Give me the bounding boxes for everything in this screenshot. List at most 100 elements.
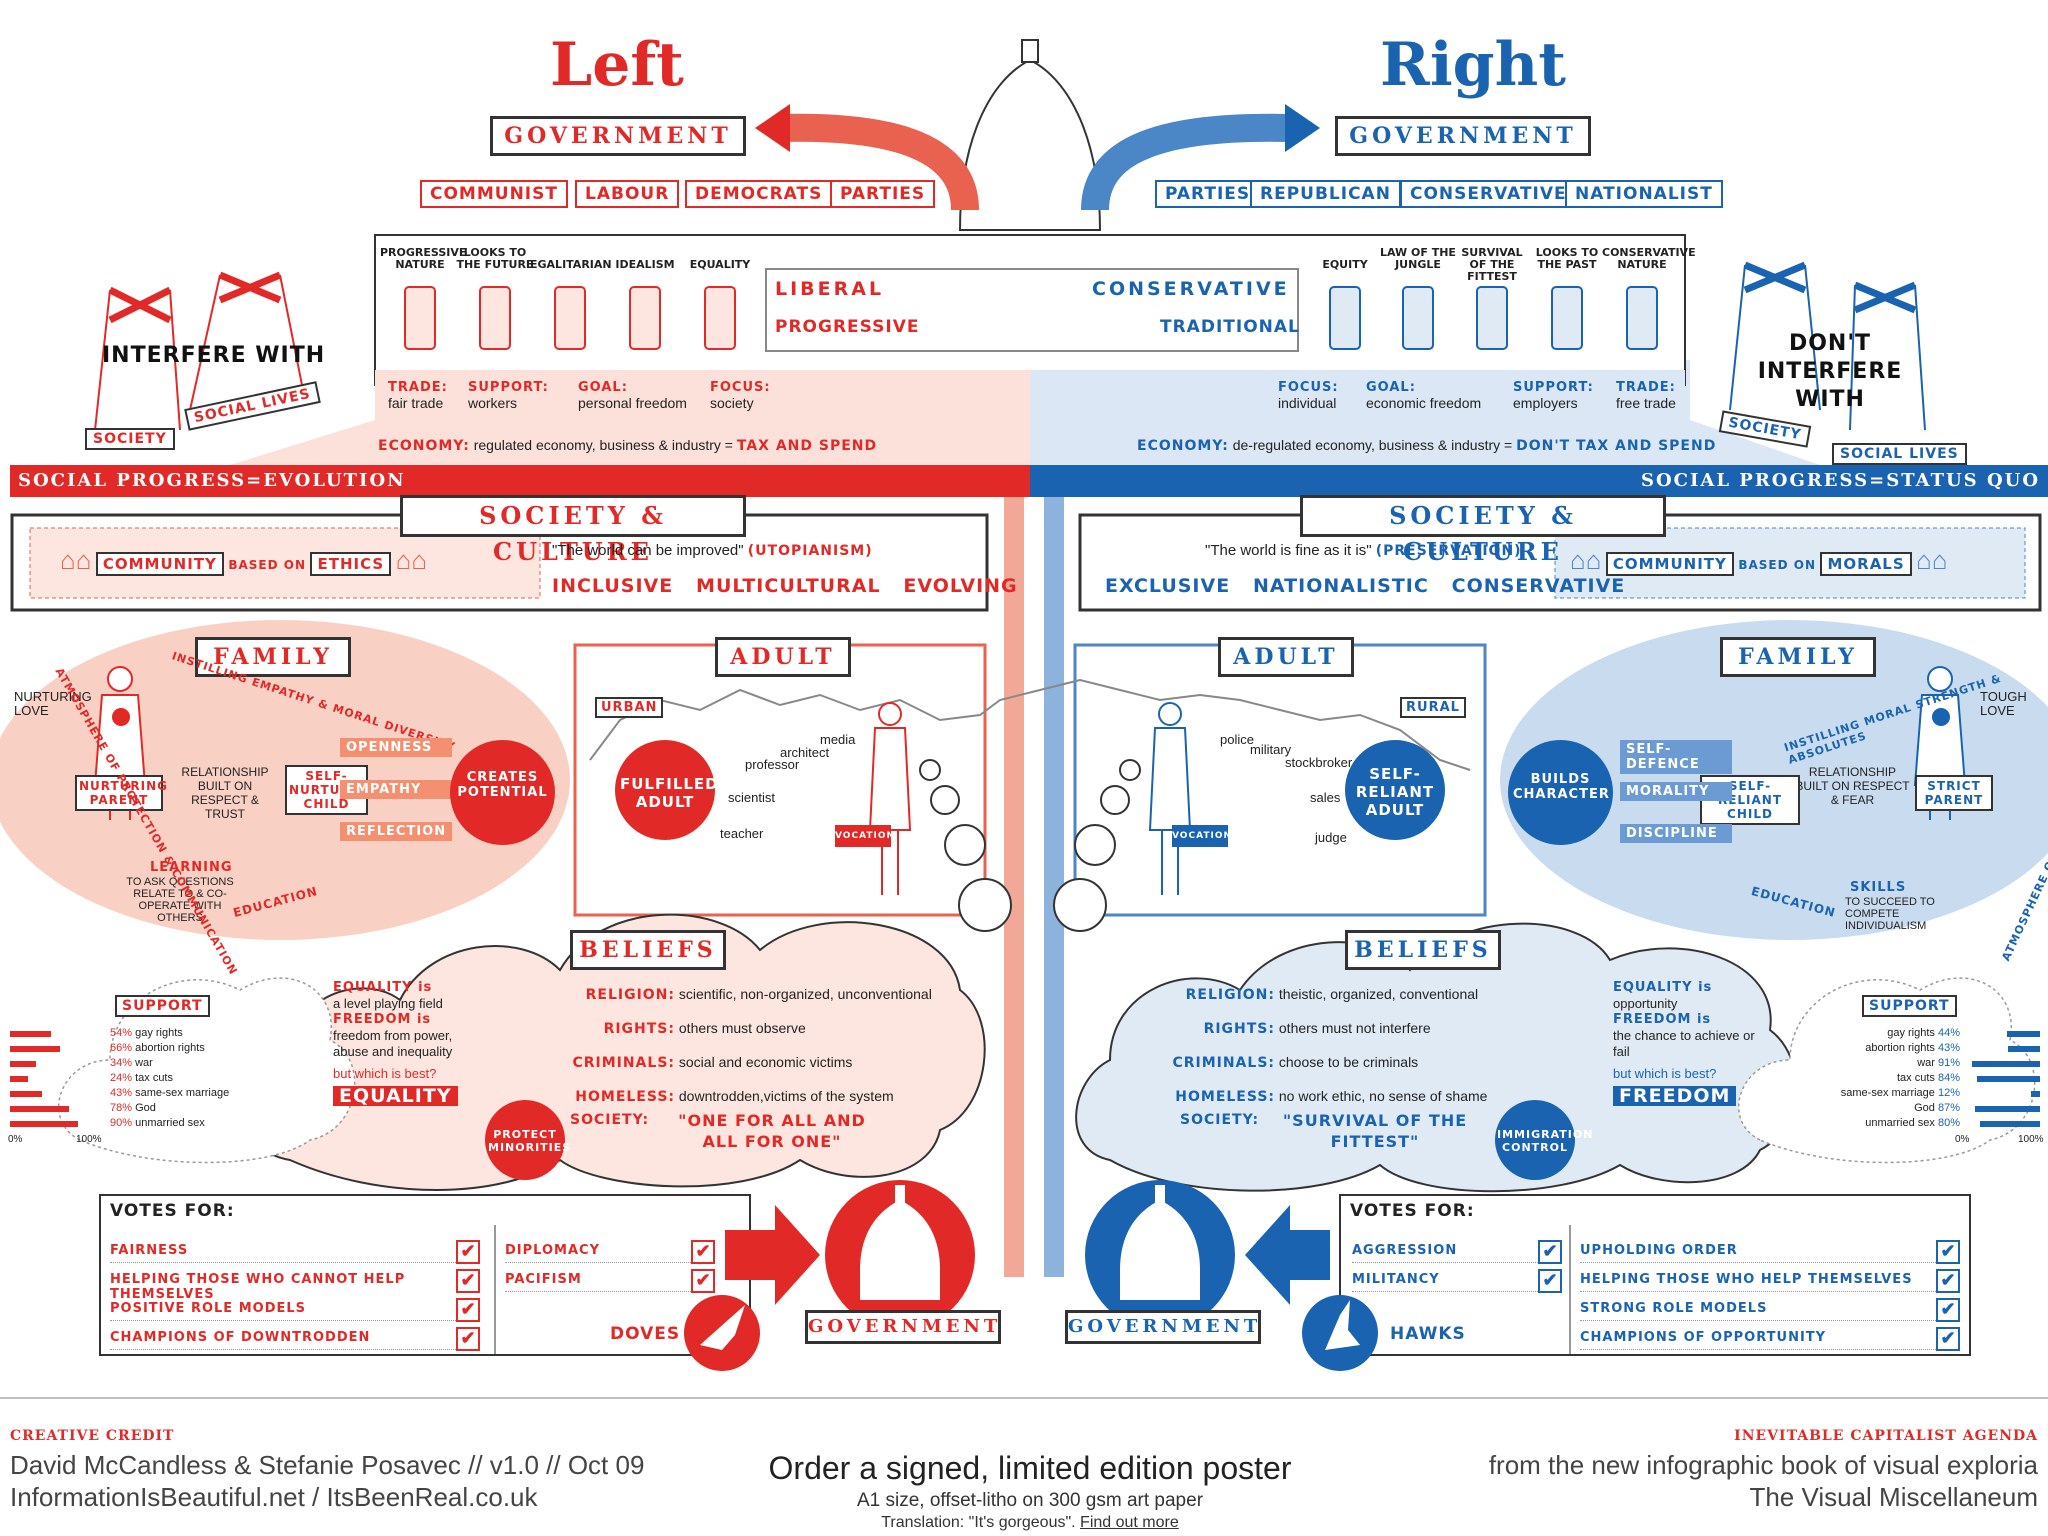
vote-label: STRONG ROLE MODELS: [1580, 1301, 1772, 1316]
field-value: personal freedom: [578, 395, 687, 411]
support-bar: [1972, 1061, 2040, 1067]
question: but which is best?: [333, 1066, 437, 1081]
right-government-bottom-ribbon: GOVERNMENT: [1065, 1310, 1261, 1344]
fulfilled-adult-badge: [615, 740, 715, 840]
urban-tag: URBAN: [595, 697, 664, 718]
left-government-bottom-ribbon: GOVERNMENT: [805, 1310, 1001, 1344]
find-out-more-link[interactable]: Find out more: [1080, 1514, 1179, 1531]
job-label: military: [1250, 742, 1292, 757]
doves-label: DOVES: [610, 1324, 681, 1344]
job-label: judge: [1315, 830, 1347, 845]
protect-minorities-badge: [485, 1100, 565, 1180]
support-label: 54% gay rights: [110, 1027, 183, 1039]
support-bar: [10, 1031, 51, 1037]
job-label: sales: [1310, 790, 1341, 805]
support-bar: [2031, 1091, 2040, 1097]
checkbox-icon: ✔: [691, 1269, 715, 1293]
vote-label: POSITIVE ROLE MODELS: [110, 1301, 311, 1316]
right-values: EQUALITY is opportunity FREEDOM is the c…: [1613, 980, 1763, 1106]
nurturing-parent-tag: NURTURING PARENT: [75, 775, 167, 811]
economy-key: ECONOMY:: [378, 438, 470, 454]
vote-item: MILITANCY✔: [1352, 1269, 1562, 1293]
support-bar: [2007, 1031, 2040, 1037]
trait-discipline: DISCIPLINE: [1620, 824, 1732, 843]
left-society-value: "ONE FOR ALL AND ALL FOR ONE": [678, 1111, 866, 1151]
left-support-chart: 54% gay rights 66% abortion rights 34% w…: [10, 1027, 250, 1137]
right-title: Right: [1380, 30, 1566, 100]
support-label: unmarried sex 80%: [1865, 1117, 1960, 1129]
right-beliefs-ribbon: BELIEFS: [1345, 930, 1501, 970]
field-value: free trade: [1616, 395, 1676, 411]
community-tag: COMMUNITY: [95, 552, 224, 576]
trait-morality: MORALITY: [1620, 782, 1732, 801]
field-value: individual: [1278, 395, 1337, 411]
vote-label: DIPLOMACY: [505, 1243, 604, 1258]
pillar-label: LOOKS TO THE FUTURE: [456, 246, 534, 271]
left-family-ribbon: FAMILY: [195, 637, 351, 677]
credit-sites[interactable]: InformationIsBeautiful.net / ItsBeenReal…: [10, 1482, 538, 1512]
support-row: 66% abortion rights: [10, 1042, 250, 1056]
party-labour: LABOUR: [575, 180, 680, 208]
support-bar: [1975, 1106, 2040, 1112]
support-row: God 87%: [1800, 1102, 2040, 1116]
ethics-tag: ETHICS: [310, 552, 392, 576]
party-left-parties: PARTIES: [830, 180, 936, 208]
freedom-value: the chance to achieve or fail: [1613, 1028, 1755, 1059]
support-row: 78% God: [10, 1102, 250, 1116]
job-label: professor: [745, 757, 800, 772]
right-community-row: ⌂⌂ COMMUNITY BASED ON MORALS ⌂⌂: [1570, 545, 1948, 576]
book-title[interactable]: The Visual Miscellaneum: [1749, 1482, 2038, 1512]
support-label: 34% war: [110, 1057, 153, 1069]
belief-key: RELIGION:: [1185, 987, 1275, 1003]
trait-openness: OPENNESS: [340, 738, 452, 757]
economy-value: de-regulated economy, business & industr…: [1232, 437, 1513, 453]
trait-empathy: EMPATHY: [340, 780, 452, 799]
field-value: workers: [468, 395, 518, 411]
question: but which is best?: [1613, 1066, 1717, 1081]
checkbox-icon: ✔: [1936, 1327, 1960, 1351]
economy-tag: DON'T TAX AND SPEND: [1516, 438, 1717, 454]
economy-tag: TAX AND SPEND: [736, 438, 878, 454]
right-traits: EXCLUSIVE NATIONALISTIC CONSERVATIVE: [1105, 575, 1626, 597]
nurturing-love-label: NURTURING LOVE: [14, 689, 92, 718]
skills-label: SKILLS: [1850, 880, 1907, 895]
support-bar: [10, 1046, 60, 1052]
quote-tag: (PRESERVATION): [1375, 543, 1522, 559]
vote-item: HELPING THOSE WHO HELP THEMSELVES✔: [1580, 1269, 1960, 1293]
spectrum-box: [765, 268, 1299, 352]
support-bar: [1977, 1076, 2040, 1082]
job-label: architect: [780, 745, 830, 760]
checkbox-icon: ✔: [1538, 1240, 1562, 1264]
freedom-value: freedom from power, abuse and inequality: [333, 1028, 453, 1059]
checkbox-icon: ✔: [456, 1327, 480, 1351]
support-label: 24% tax cuts: [110, 1072, 173, 1084]
belief-key: HOMELESS:: [1175, 1089, 1275, 1105]
creates-potential-text: CREATES POTENTIAL: [457, 770, 548, 800]
left-society-key: SOCIETY:: [570, 1112, 650, 1128]
left-government-ribbon: GOVERNMENT: [490, 116, 746, 156]
freedom-key: FREEDOM is: [333, 1012, 432, 1027]
job-label: teacher: [720, 826, 764, 841]
support-row: abortion rights 43%: [1800, 1042, 2040, 1056]
belief-key: RIGHTS:: [603, 1021, 675, 1037]
left-beliefs-list: RELIGION: scientific, non-organized, unc…: [545, 978, 985, 1114]
belief-key: HOMELESS:: [575, 1089, 675, 1105]
support-bar: [10, 1121, 78, 1127]
vote-item: AGGRESSION✔: [1352, 1240, 1562, 1264]
order-poster-link[interactable]: Order a signed, limited edition poster: [768, 1450, 1292, 1486]
party-democrats: DEMOCRATS: [685, 180, 833, 208]
vote-item: HELPING THOSE WHO CANNOT HELP THEMSELVES…: [110, 1269, 480, 1302]
party-conservative: CONSERVATIVE: [1400, 180, 1577, 208]
interfere-society-tag: SOCIETY: [85, 428, 175, 450]
left-society-ribbon: SOCIETY & CULTURE: [400, 495, 746, 566]
adult-figure-icon: [868, 702, 912, 895]
self-reliant-adult-badge: [1345, 740, 1445, 840]
belief-value: others must not interfere: [1278, 1020, 1431, 1036]
pillar-label: CONSERVATIVE NATURE: [1602, 246, 1696, 271]
vote-item: POSITIVE ROLE MODELS✔: [110, 1298, 480, 1322]
equality-key: EQUALITY is: [333, 980, 433, 995]
party-communist: COMMUNIST: [420, 180, 568, 208]
agenda-heading: INEVITABLE CAPITALIST AGENDA: [1734, 1428, 2038, 1444]
belief-value: scientific, non-organized, unconventiona…: [678, 986, 932, 1002]
support-bar: [1980, 1121, 2040, 1127]
